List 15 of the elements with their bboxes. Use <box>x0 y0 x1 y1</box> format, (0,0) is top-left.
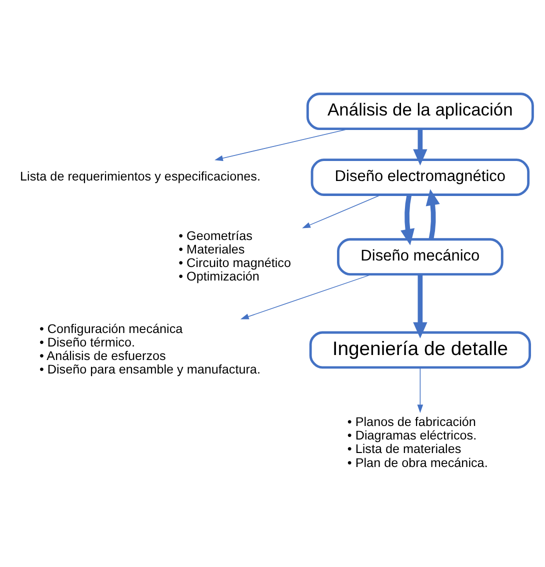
node-text: • Configuración mecánica • Diseño térmico. • Análisis de esfuerzos • Diseño para ensamble y manufactura. <box>39 321 260 376</box>
node-box: Diseño mecánico <box>337 238 504 276</box>
node-text: Lista de requerimientos y especificaciones. <box>20 169 260 184</box>
arrow <box>302 194 382 228</box>
arrow <box>426 188 440 240</box>
arrow <box>413 274 428 338</box>
arrow <box>413 128 428 165</box>
node-text: • Planos de fabricación • Diagramas eléctricos. • Lista de materiales • Plan de obra mecánica. <box>347 414 488 470</box>
node-box: Ingeniería de detalle <box>309 330 531 368</box>
node-text: • Geometrías • Materiales • Circuito magnético • Optimización <box>178 228 291 284</box>
node-box: Análisis de la aplicación <box>306 92 534 130</box>
arrow <box>417 366 424 413</box>
node-box: Diseño electromagnético <box>310 158 530 196</box>
arrow <box>240 273 372 319</box>
arrow <box>400 194 415 245</box>
